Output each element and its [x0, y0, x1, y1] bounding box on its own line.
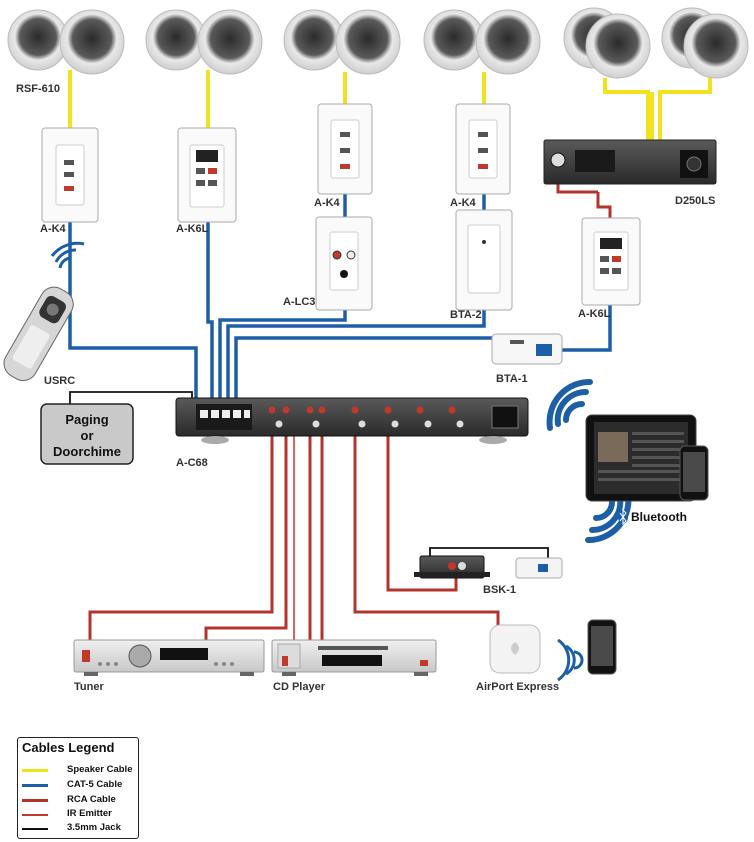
- keypad-a-k4-3: [455, 103, 511, 195]
- hub-a-c68: [175, 397, 529, 444]
- speaker-pair-4: [423, 9, 541, 75]
- bluetooth-icon: [618, 508, 628, 526]
- bsk-1-device: [414, 555, 490, 579]
- ir-waves: [50, 241, 85, 269]
- speakers: [7, 7, 749, 79]
- legend-item-label: RCA Cable: [67, 794, 116, 805]
- tuner-label: Tuner: [74, 681, 104, 693]
- amplifier-label: D250LS: [675, 195, 715, 207]
- airport-label: AirPort Express: [476, 681, 559, 693]
- keypad-4-label: A-K4: [450, 197, 477, 209]
- keypad-a-k4-1: [41, 127, 99, 223]
- airport-waves: [557, 638, 584, 682]
- hub-label: A-C68: [176, 457, 208, 469]
- legend-title: Cables Legend: [22, 740, 115, 755]
- paging-line-1: Paging: [65, 412, 108, 427]
- speaker-pair-1: [7, 9, 125, 75]
- keypad-1-label: A-K4: [40, 223, 67, 235]
- bta-1-device: [491, 333, 563, 365]
- cd-player-label: CD Player: [273, 681, 326, 693]
- airport-express-device: [489, 624, 541, 674]
- legend-item-label: CAT-5 Cable: [67, 779, 123, 790]
- legend-item-label: 3.5mm Jack: [67, 822, 121, 833]
- bluetooth-waves: [546, 378, 632, 544]
- keypad-a-k4-2: [317, 103, 373, 195]
- phone-device: [587, 619, 617, 675]
- phone-on-tablet: [679, 445, 709, 501]
- speaker-pair-3: [283, 9, 401, 75]
- bta1-label: BTA-1: [496, 373, 528, 385]
- bta-2-plate: [455, 209, 513, 311]
- remote-label: USRC: [44, 375, 75, 387]
- legend-swatch: [22, 769, 48, 772]
- speaker-model-label: RSF-610: [16, 83, 60, 95]
- remote-usrc: [3, 286, 74, 382]
- speaker-pair-5: [563, 7, 651, 79]
- keypad-a-k6l-2: [581, 217, 641, 306]
- keypad-a-k6l-1: [177, 127, 237, 223]
- tablet: [585, 414, 697, 502]
- bluetooth-label: Bluetooth: [631, 510, 687, 524]
- amplifier-d250ls: [543, 139, 717, 185]
- legend-swatch: [22, 814, 48, 816]
- keypad-5-label: A-K6L: [578, 308, 611, 320]
- bsk-label: BSK-1: [483, 584, 516, 596]
- speaker-pair-6: [661, 7, 749, 79]
- legend-item-label: IR Emitter: [67, 808, 112, 819]
- cat5-cables: [68, 194, 612, 405]
- local-connect-label: A-LC3: [283, 296, 315, 308]
- cables-legend: Cables Legend Speaker Cable CAT-5 Cable …: [17, 737, 139, 839]
- legend-item-label: Speaker Cable: [67, 764, 133, 775]
- rca-cables: [88, 180, 612, 660]
- paging-line-3: Doorchime: [53, 444, 121, 459]
- legend-swatch: [22, 799, 48, 802]
- cd-player-device: [271, 639, 437, 676]
- speaker-pair-2: [145, 9, 263, 75]
- tuner-device: [73, 639, 265, 676]
- keypad-3-label: A-K4: [314, 197, 341, 209]
- local-connect-a-lc3: [315, 216, 373, 311]
- legend-swatch: [22, 784, 48, 787]
- bta2-label: BTA-2: [450, 309, 482, 321]
- keypad-2-label: A-K6L: [176, 223, 209, 235]
- bluetooth-receiver: [515, 557, 563, 579]
- paging-line-2: or: [81, 428, 94, 443]
- paging-box: [40, 403, 134, 465]
- legend-swatch: [22, 828, 48, 830]
- wall-plates: [41, 103, 641, 311]
